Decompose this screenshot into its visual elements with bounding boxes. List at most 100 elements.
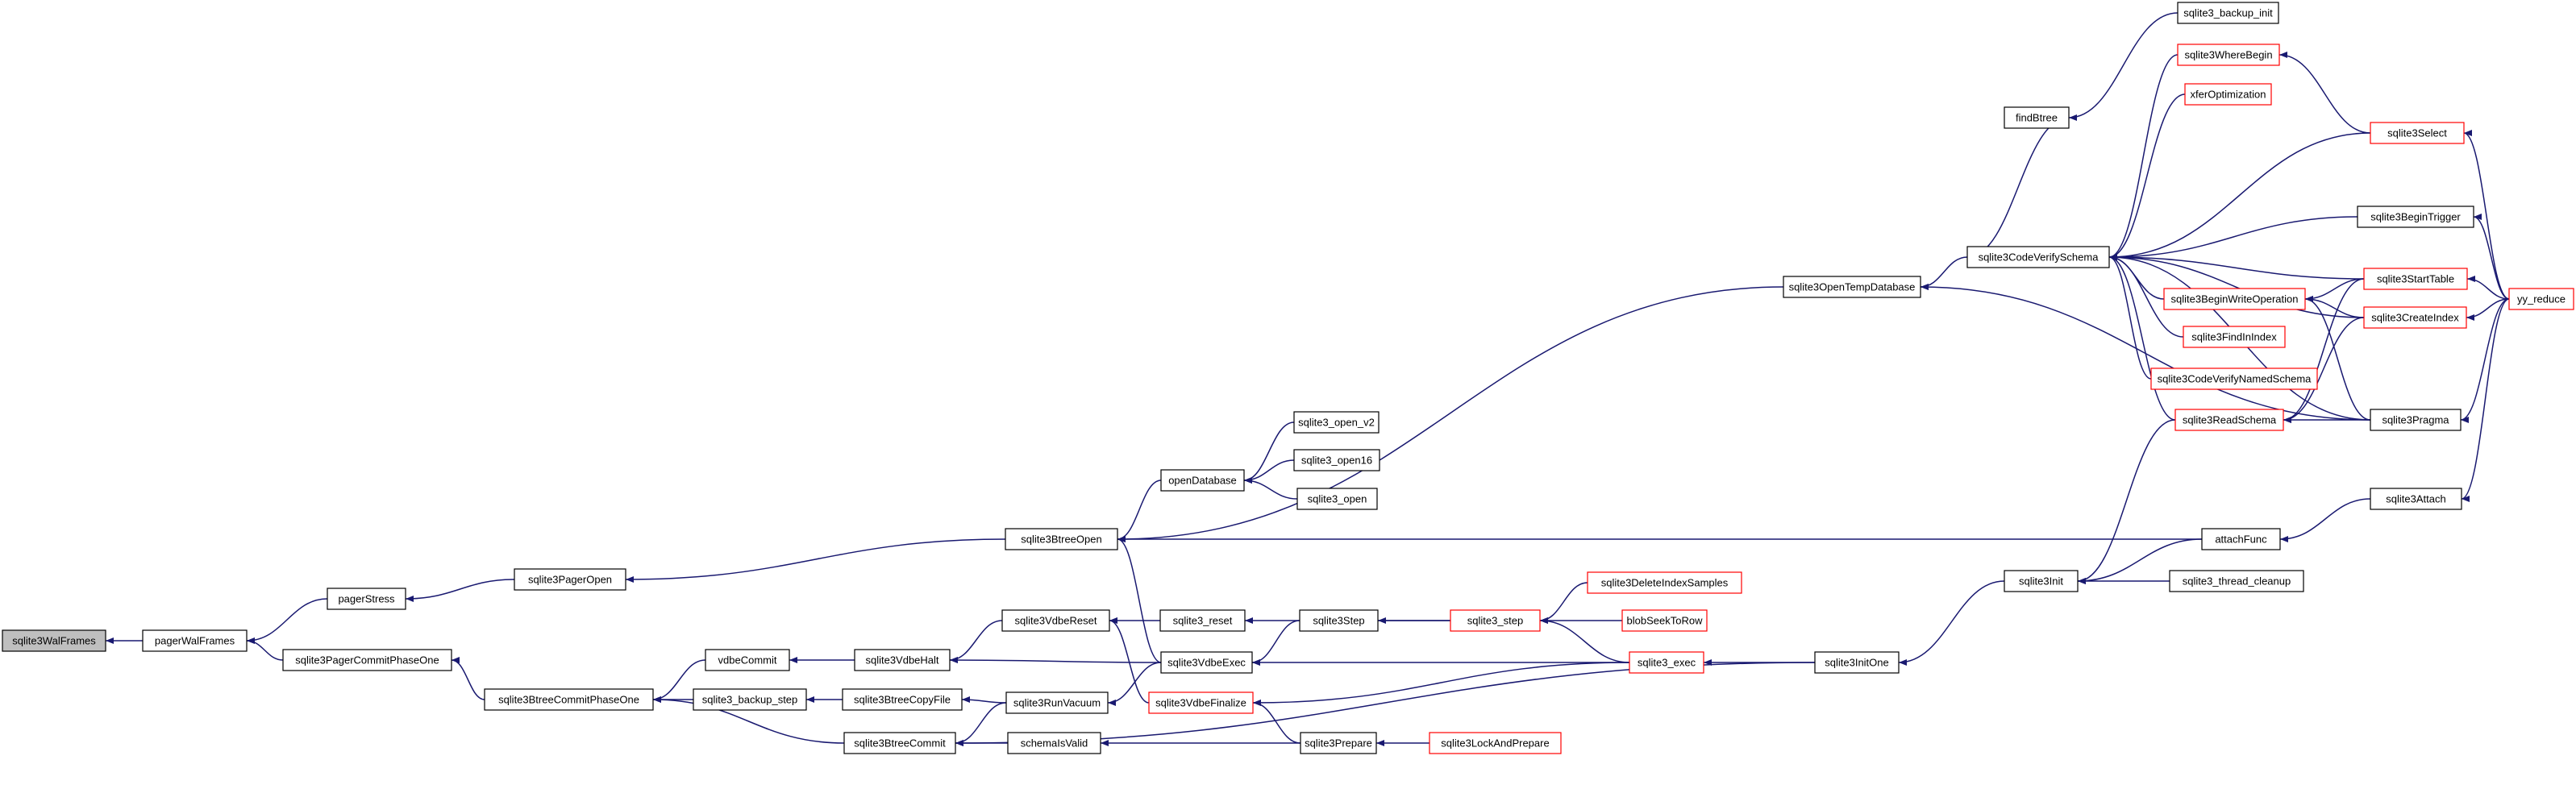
node-box bbox=[2370, 122, 2465, 144]
node-box bbox=[484, 688, 654, 711]
node-pager-stress[interactable]: pagerStress bbox=[327, 588, 406, 610]
edge-pager-stress-to-pager-wal-frames bbox=[246, 598, 328, 644]
node-sqlite3-where-begin[interactable]: sqlite3WhereBegin bbox=[2177, 44, 2280, 66]
edge-sqlite3-btree-commit-to-sqlite3-btree-commit-phase-one bbox=[652, 696, 845, 744]
node-label: sqlite3BtreeCopyFile bbox=[854, 694, 951, 706]
node-label: sqlite3Init bbox=[2019, 575, 2063, 588]
node-sqlite3-delete-index-samples[interactable]: sqlite3DeleteIndexSamples bbox=[1587, 571, 1742, 594]
node-sqlite3-vdbe-halt[interactable]: sqlite3VdbeHalt bbox=[854, 649, 951, 671]
node-sqlite3-lock-and-prepare[interactable]: sqlite3LockAndPrepare bbox=[1429, 732, 1562, 754]
node-sqlite3-begin-trigger[interactable]: sqlite3BeginTrigger bbox=[2357, 206, 2474, 228]
node-sqlite3-backup-init[interactable]: sqlite3_backup_init bbox=[2177, 2, 2279, 24]
node-sqlite3-pager-commit-phase-one[interactable]: sqlite3PagerCommitPhaseOne bbox=[282, 649, 452, 671]
edge-yy-reduce-to-sqlite3-attach bbox=[2461, 298, 2510, 502]
node-xfer-optimization[interactable]: xferOptimization bbox=[2184, 83, 2272, 106]
edge-sqlite3-vdbe-exec-to-sqlite3-vdbe-halt bbox=[949, 657, 1162, 664]
edge-sqlite3-vdbe-exec-to-sqlite3-run-vacuum bbox=[1107, 662, 1162, 706]
node-label: blobSeekToRow bbox=[1627, 615, 1704, 627]
node-sqlite3-pager-open[interactable]: sqlite3PagerOpen bbox=[514, 568, 626, 591]
edge-sqlite3-where-begin-to-sqlite3-code-verify-schema bbox=[2108, 54, 2179, 260]
node-open-database[interactable]: openDatabase bbox=[1160, 469, 1245, 492]
node-label: sqlite3CreateIndex bbox=[2371, 312, 2459, 324]
node-sqlite3-init[interactable]: sqlite3Init bbox=[2004, 570, 2079, 592]
node-label: findBtree bbox=[2016, 112, 2058, 124]
node-sqlite3-exec[interactable]: sqlite3_exec bbox=[1629, 651, 1704, 674]
node-sqlite3-btree-copy-file[interactable]: sqlite3BtreeCopyFile bbox=[842, 688, 963, 711]
node-yy-reduce[interactable]: yy_reduce bbox=[2508, 288, 2574, 310]
node-sqlite3-vdbe-reset[interactable]: sqlite3VdbeReset bbox=[1001, 609, 1110, 632]
node-sqlite3-btree-commit-phase-one[interactable]: sqlite3BtreeCommitPhaseOne bbox=[484, 688, 654, 711]
node-sqlite3-select[interactable]: sqlite3Select bbox=[2370, 122, 2465, 144]
node-label: sqlite3WhereBegin bbox=[2184, 49, 2272, 61]
node-box bbox=[693, 688, 807, 711]
node-pager-wal-frames[interactable]: pagerWalFrames bbox=[142, 629, 248, 652]
node-sqlite3-init-one[interactable]: sqlite3InitOne bbox=[1814, 651, 1900, 674]
node-box bbox=[2370, 409, 2462, 431]
node-find-btree[interactable]: findBtree bbox=[2004, 106, 2070, 129]
node-sqlite3-create-index[interactable]: sqlite3CreateIndex bbox=[2363, 306, 2467, 329]
node-sqlite3-reset[interactable]: sqlite3_reset bbox=[1159, 609, 1246, 632]
node-label: sqlite3Prepare bbox=[1305, 737, 1372, 750]
edge-sqlite3-exec-to-sqlite3-vdbe-finalize bbox=[1252, 662, 1630, 706]
node-box bbox=[2004, 570, 2079, 592]
node-sqlite3-run-vacuum[interactable]: sqlite3RunVacuum bbox=[1005, 691, 1109, 714]
edge-sqlite3-read-schema-to-sqlite3-init bbox=[2077, 419, 2176, 584]
node-sqlite3-prepare[interactable]: sqlite3Prepare bbox=[1300, 732, 1377, 754]
node-sqlite3-step[interactable]: sqlite3Step bbox=[1299, 609, 1379, 632]
node-label: sqlite3RunVacuum bbox=[1013, 697, 1101, 709]
node-label: sqlite3InitOne bbox=[1825, 657, 1889, 669]
node-label: sqlite3OpenTempDatabase bbox=[1789, 281, 1916, 293]
node-box bbox=[2363, 268, 2468, 290]
edge-sqlite3-init-to-sqlite3-init-one bbox=[1898, 580, 2005, 666]
node-label: yy_reduce bbox=[2517, 293, 2566, 305]
node-label: xferOptimization bbox=[2191, 89, 2266, 101]
node-sqlite3-backup-step[interactable]: sqlite3_backup_step bbox=[693, 688, 807, 711]
node-sqlite3-step[interactable]: sqlite3_step bbox=[1450, 609, 1541, 632]
edge-sqlite3-select-to-sqlite3-code-verify-schema bbox=[2108, 132, 2371, 260]
node-box bbox=[2508, 288, 2574, 310]
node-label: sqlite3ReadSchema bbox=[2183, 414, 2277, 426]
edges-layer bbox=[106, 12, 2510, 746]
node-sqlite3-start-table[interactable]: sqlite3StartTable bbox=[2363, 268, 2468, 290]
node-sqlite3-open-temp-database[interactable]: sqlite3OpenTempDatabase bbox=[1783, 276, 1921, 298]
node-sqlite3-open-v2[interactable]: sqlite3_open_v2 bbox=[1293, 411, 1380, 434]
node-sqlite3-begin-write-operation[interactable]: sqlite3BeginWriteOperation bbox=[2163, 288, 2306, 310]
edge-sqlite3-begin-write-operation-to-sqlite3-code-verify-schema bbox=[2108, 254, 2165, 300]
node-sqlite3-thread-cleanup[interactable]: sqlite3_thread_cleanup bbox=[2169, 570, 2304, 592]
edge-sqlite3-begin-trigger-to-sqlite3-code-verify-schema bbox=[2108, 216, 2358, 260]
node-label: sqlite3_open bbox=[1308, 493, 1367, 505]
edge-sqlite3-run-vacuum-to-sqlite3-btree-copy-file bbox=[961, 696, 1007, 704]
node-sqlite3-code-verify-named-schema[interactable]: sqlite3CodeVerifyNamedSchema bbox=[2150, 368, 2318, 390]
node-label: sqlite3_open_v2 bbox=[1298, 417, 1375, 429]
node-sqlite3-btree-commit[interactable]: sqlite3BtreeCommit bbox=[843, 732, 956, 754]
node-sqlite3-read-schema[interactable]: sqlite3ReadSchema bbox=[2174, 409, 2284, 431]
node-sqlite3-btree-open[interactable]: sqlite3BtreeOpen bbox=[1005, 528, 1118, 550]
node-box bbox=[1001, 609, 1110, 632]
node-box bbox=[2183, 326, 2286, 348]
node-box bbox=[514, 568, 626, 591]
node-box bbox=[1783, 276, 1921, 298]
node-label: schemaIsValid bbox=[1021, 737, 1088, 750]
node-schema-is-valid[interactable]: schemaIsValid bbox=[1007, 732, 1101, 754]
node-sqlite3-open16[interactable]: sqlite3_open16 bbox=[1293, 449, 1380, 471]
edge-sqlite3-open-temp-database-to-sqlite3-btree-open bbox=[1117, 286, 1784, 542]
node-sqlite3-open[interactable]: sqlite3_open bbox=[1296, 488, 1378, 510]
node-label: sqlite3LockAndPrepare bbox=[1441, 737, 1549, 750]
edge-sqlite3-start-table-to-sqlite3-code-verify-schema bbox=[2108, 254, 2365, 280]
node-sqlite3-attach[interactable]: sqlite3Attach bbox=[2370, 488, 2462, 510]
node-label: sqlite3Pragma bbox=[2382, 414, 2449, 426]
node-sqlite3-vdbe-finalize[interactable]: sqlite3VdbeFinalize bbox=[1148, 691, 1254, 714]
node-attach-func[interactable]: attachFunc bbox=[2201, 528, 2281, 550]
node-sqlite3-pragma[interactable]: sqlite3Pragma bbox=[2370, 409, 2462, 431]
node-label: sqlite3Step bbox=[1313, 615, 1364, 627]
edge-sqlite3-create-index-to-sqlite3-begin-write-operation bbox=[2304, 296, 2365, 318]
node-blob-seek-to-row[interactable]: blobSeekToRow bbox=[1621, 609, 1708, 632]
node-box bbox=[854, 649, 951, 671]
node-sqlite3-find-in-index[interactable]: sqlite3FindInIndex bbox=[2183, 326, 2286, 348]
edge-sqlite3-code-verify-schema-to-sqlite3-open-temp-database bbox=[1920, 256, 1968, 290]
node-box bbox=[705, 649, 790, 671]
node-box bbox=[1296, 488, 1378, 510]
node-vdbe-commit[interactable]: vdbeCommit bbox=[705, 649, 790, 671]
node-sqlite3-code-verify-schema[interactable]: sqlite3CodeVerifySchema bbox=[1966, 246, 2110, 268]
node-sqlite3-vdbe-exec[interactable]: sqlite3VdbeExec bbox=[1160, 651, 1253, 674]
